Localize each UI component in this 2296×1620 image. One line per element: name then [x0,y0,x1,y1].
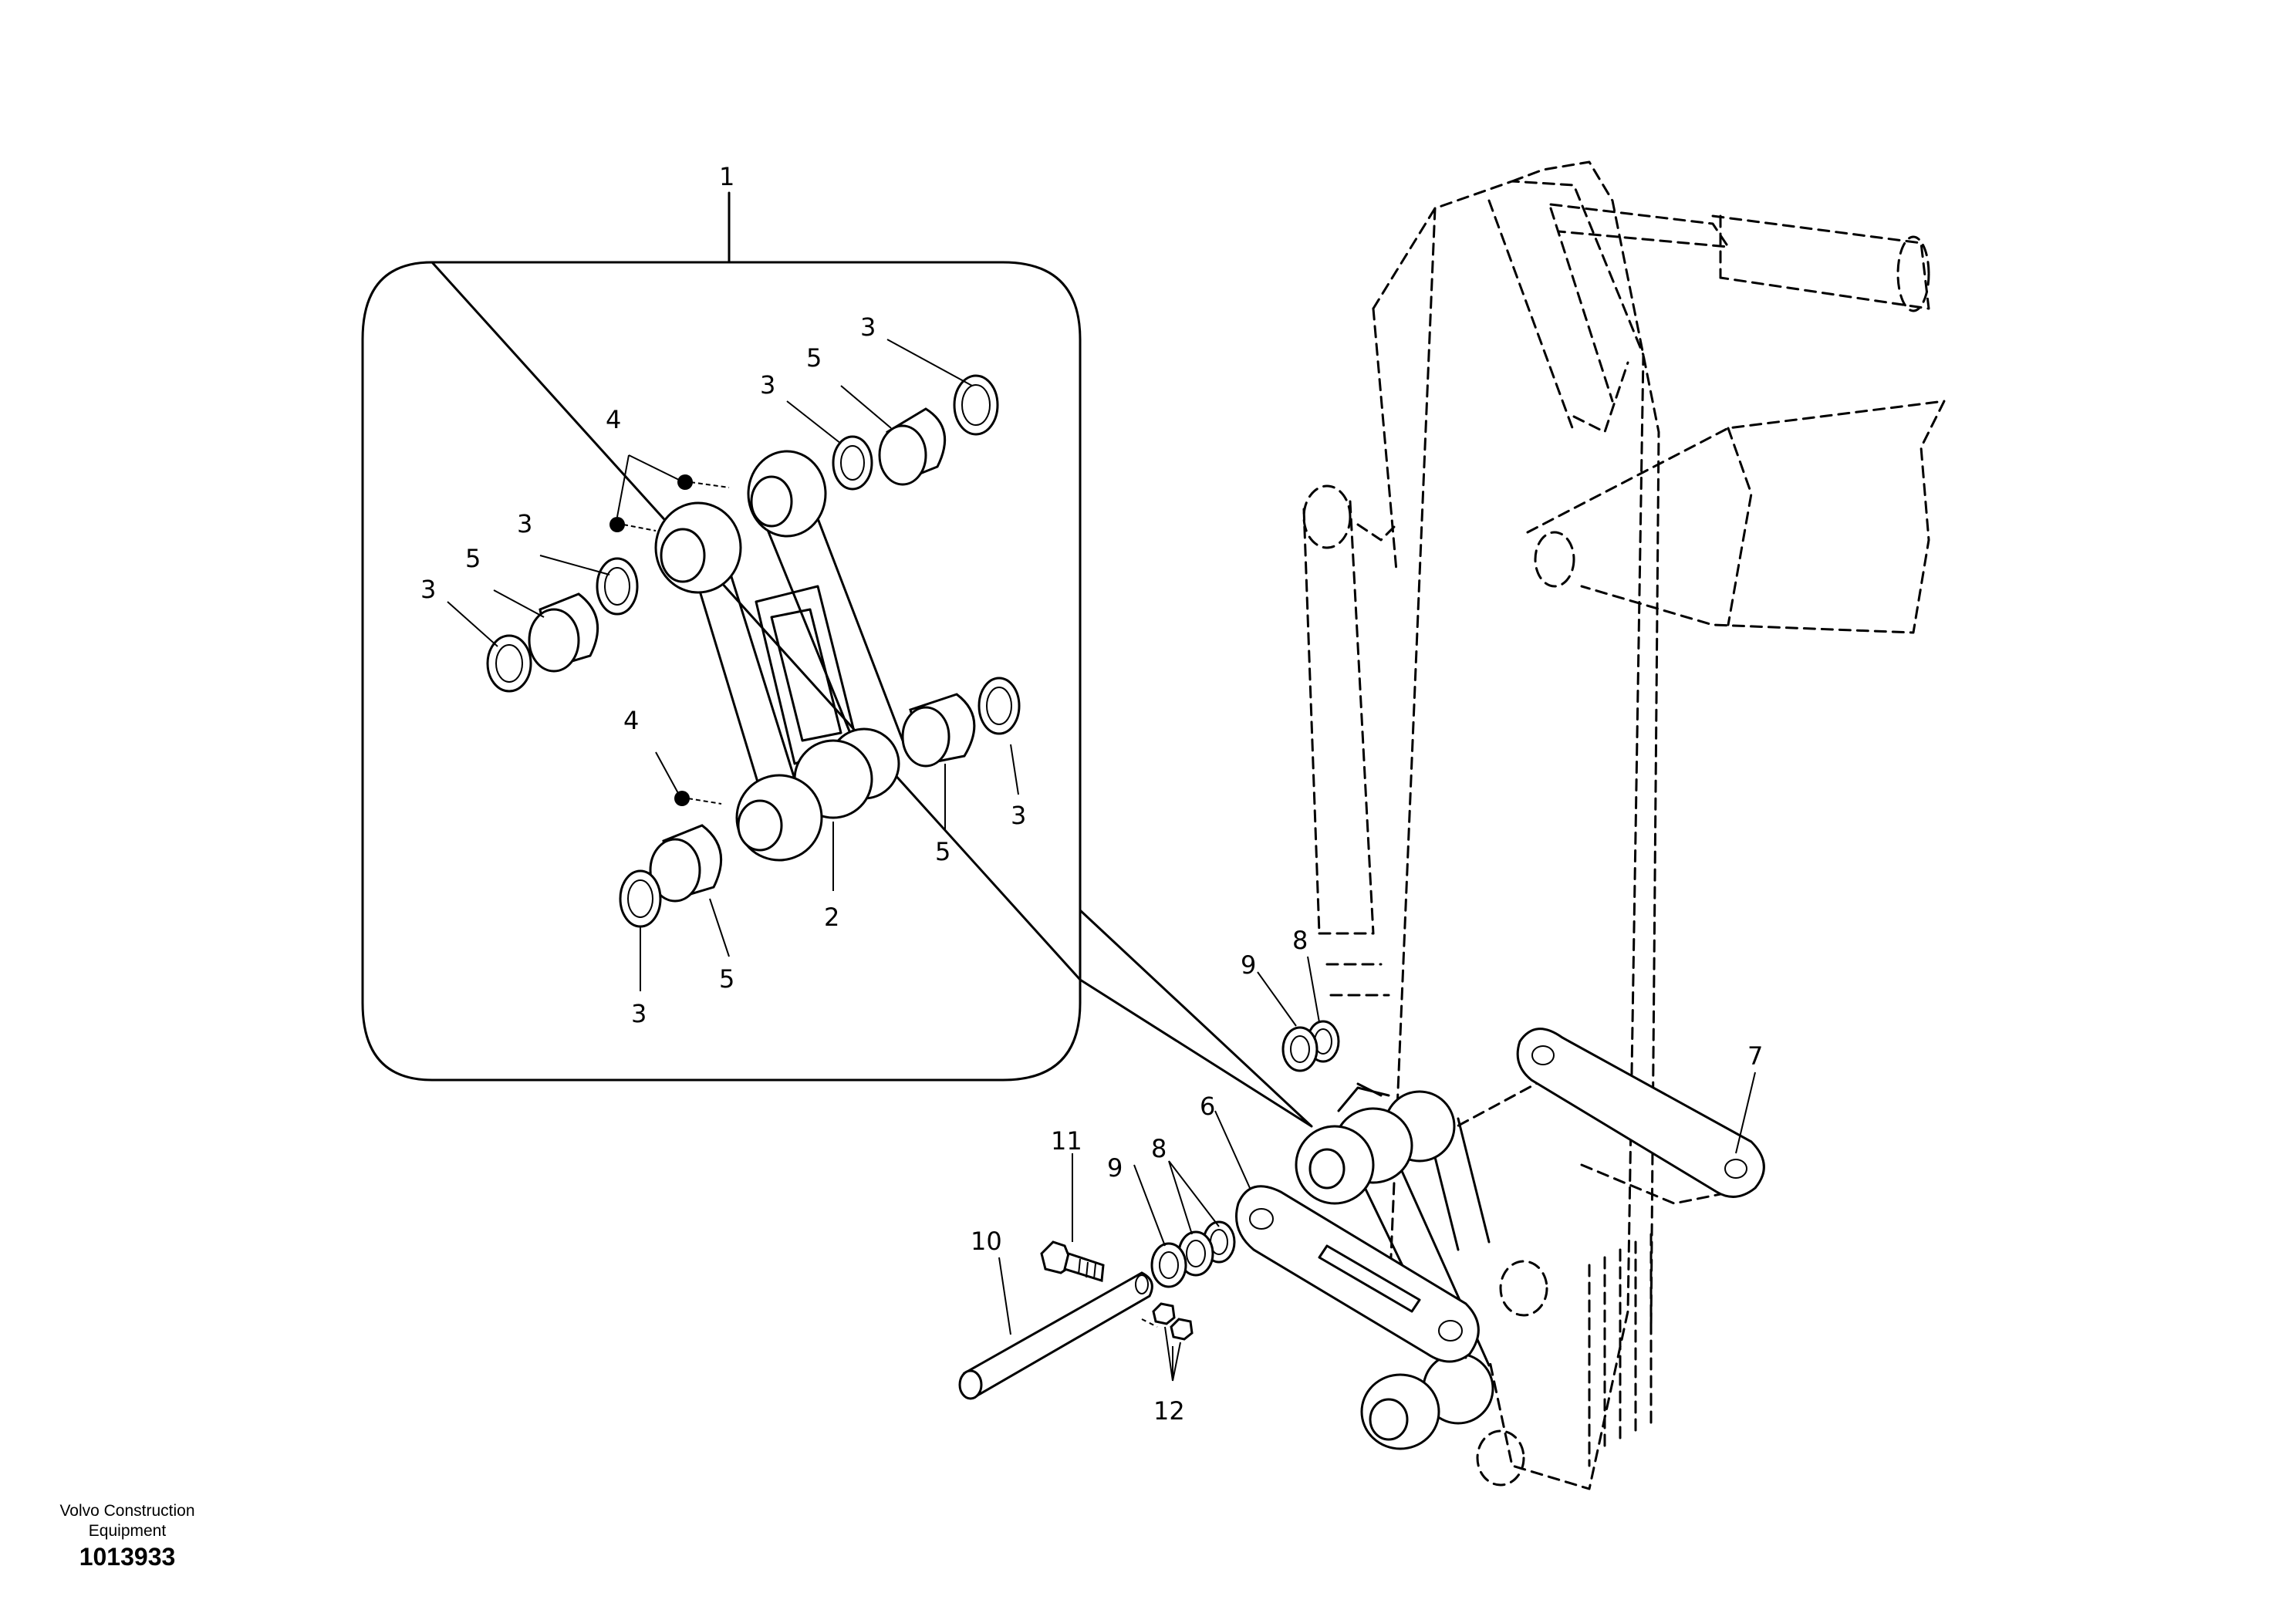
washers-upper [1281,1020,1340,1072]
callout-3: 3 [860,312,876,342]
link-part-7 [1516,1028,1765,1198]
callout-8: 8 [1151,1134,1167,1163]
callout-9: 9 [1241,950,1256,980]
company-name: Volvo Construction Equipment [59,1502,195,1540]
callout-3: 3 [631,999,647,1028]
callout-2: 2 [824,903,839,932]
callout-11: 11 [1051,1126,1082,1156]
pin-part-10 [958,1271,1153,1400]
callout-7: 7 [1747,1041,1763,1071]
kit-inset-box [361,191,1313,1128]
link-part-6 [1235,1185,1480,1363]
washers-lower [1150,1220,1236,1288]
h-link-part-2 [654,450,904,862]
bolt-part-11 [1040,1240,1105,1282]
callout-6: 6 [1200,1092,1215,1121]
grease-nipples-part-4 [609,474,730,806]
callout-3: 3 [517,509,532,538]
callout-12: 12 [1153,1396,1185,1426]
callout-1: 1 [719,162,734,191]
callout-4: 4 [623,706,639,735]
callout-5: 5 [935,837,950,866]
callout-4: 4 [606,405,621,434]
callout-5: 5 [806,343,822,373]
callouts: 1 3 5 3 4 3 5 3 4 3 5 2 5 3 9 8 7 6 11 8… [420,162,1763,1426]
callout-3: 3 [760,370,775,400]
callout-3: 3 [420,575,436,604]
inset-leader-lines [447,339,1019,991]
callout-3: 3 [1011,801,1026,830]
nuts-part-12 [1141,1302,1194,1341]
main-leader-lines [998,956,1756,1382]
callout-5: 5 [465,544,481,573]
callout-5: 5 [719,964,734,994]
bushings-and-shims [486,374,1021,928]
callout-9: 9 [1107,1153,1123,1183]
assembled-h-link [1295,1082,1494,1450]
callout-10: 10 [971,1227,1002,1256]
drawing-number: 1013933 [79,1543,176,1571]
dipper-arm-phantom [1302,160,1946,1490]
callout-8: 8 [1292,926,1308,955]
